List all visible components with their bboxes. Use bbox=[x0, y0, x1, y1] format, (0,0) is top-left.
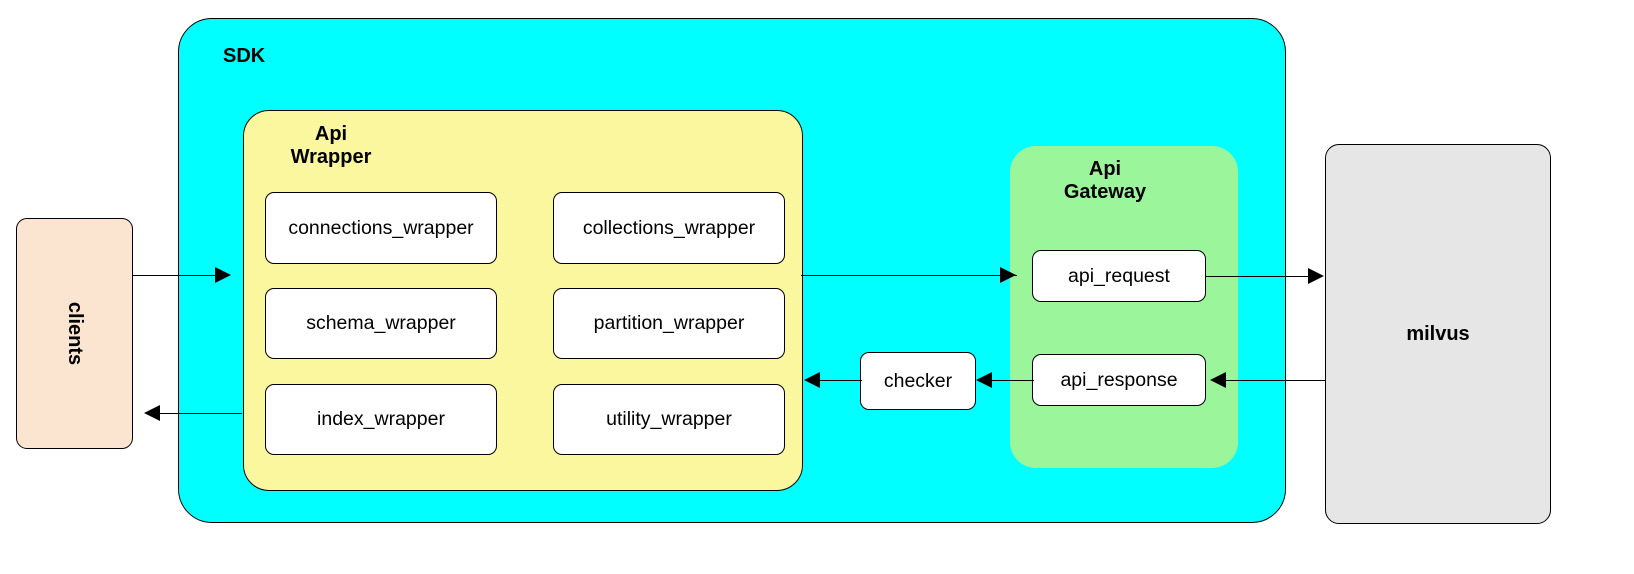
node-partition-wrapper[interactable]: partition_wrapper bbox=[553, 288, 785, 359]
node-checker[interactable]: checker bbox=[860, 352, 976, 410]
arrowhead-milvus-to-api-response bbox=[1210, 372, 1226, 388]
api-gateway-container: Api Gateway bbox=[1010, 146, 1238, 468]
api-gateway-label: Api Gateway bbox=[1063, 158, 1147, 204]
node-milvus[interactable]: milvus bbox=[1325, 144, 1551, 524]
arrowhead-checker-to-api-wrapper bbox=[804, 372, 820, 388]
edge-api-wrapper-to-clients bbox=[160, 413, 242, 414]
node-index-wrapper[interactable]: index_wrapper bbox=[265, 384, 497, 455]
node-label: schema_wrapper bbox=[306, 312, 456, 334]
node-utility-wrapper[interactable]: utility_wrapper bbox=[553, 384, 785, 455]
edge-api-request-to-milvus bbox=[1206, 276, 1316, 277]
arrowhead-api-response-to-checker bbox=[976, 372, 992, 388]
node-connections-wrapper[interactable]: connections_wrapper bbox=[265, 192, 497, 264]
node-label: api_request bbox=[1068, 264, 1170, 287]
node-label: collections_wrapper bbox=[582, 216, 756, 239]
edge-api-wrapper-to-api-request bbox=[801, 275, 1017, 276]
node-api-request[interactable]: api_request bbox=[1032, 250, 1206, 302]
node-clients[interactable]: clients bbox=[16, 218, 133, 449]
arrowhead-api-wrapper-to-api-request bbox=[1000, 267, 1016, 283]
node-label: partition_wrapper bbox=[593, 312, 745, 334]
edge-clients-to-api-wrapper bbox=[133, 275, 229, 276]
node-label: checker bbox=[883, 369, 953, 392]
edge-checker-to-api-wrapper bbox=[820, 380, 862, 381]
arrowhead-api-request-to-milvus bbox=[1308, 268, 1324, 284]
edge-api-response-to-checker bbox=[992, 380, 1034, 381]
node-collections-wrapper[interactable]: collections_wrapper bbox=[553, 192, 785, 264]
arrowhead-api-wrapper-to-clients bbox=[144, 405, 160, 421]
arrowhead-clients-to-api-wrapper bbox=[215, 267, 231, 283]
sdk-label: SDK bbox=[223, 45, 266, 67]
node-label: index_wrapper bbox=[317, 408, 445, 430]
api-wrapper-label: Api Wrapper bbox=[290, 123, 372, 169]
node-label: utility_wrapper bbox=[606, 408, 732, 430]
node-label: connections_wrapper bbox=[288, 216, 474, 239]
node-label: clients bbox=[63, 301, 86, 366]
node-api-response[interactable]: api_response bbox=[1032, 354, 1206, 406]
edge-milvus-to-api-response bbox=[1226, 380, 1326, 381]
node-label: milvus bbox=[1406, 322, 1470, 345]
node-schema-wrapper[interactable]: schema_wrapper bbox=[265, 288, 497, 359]
node-label: api_response bbox=[1060, 368, 1178, 391]
